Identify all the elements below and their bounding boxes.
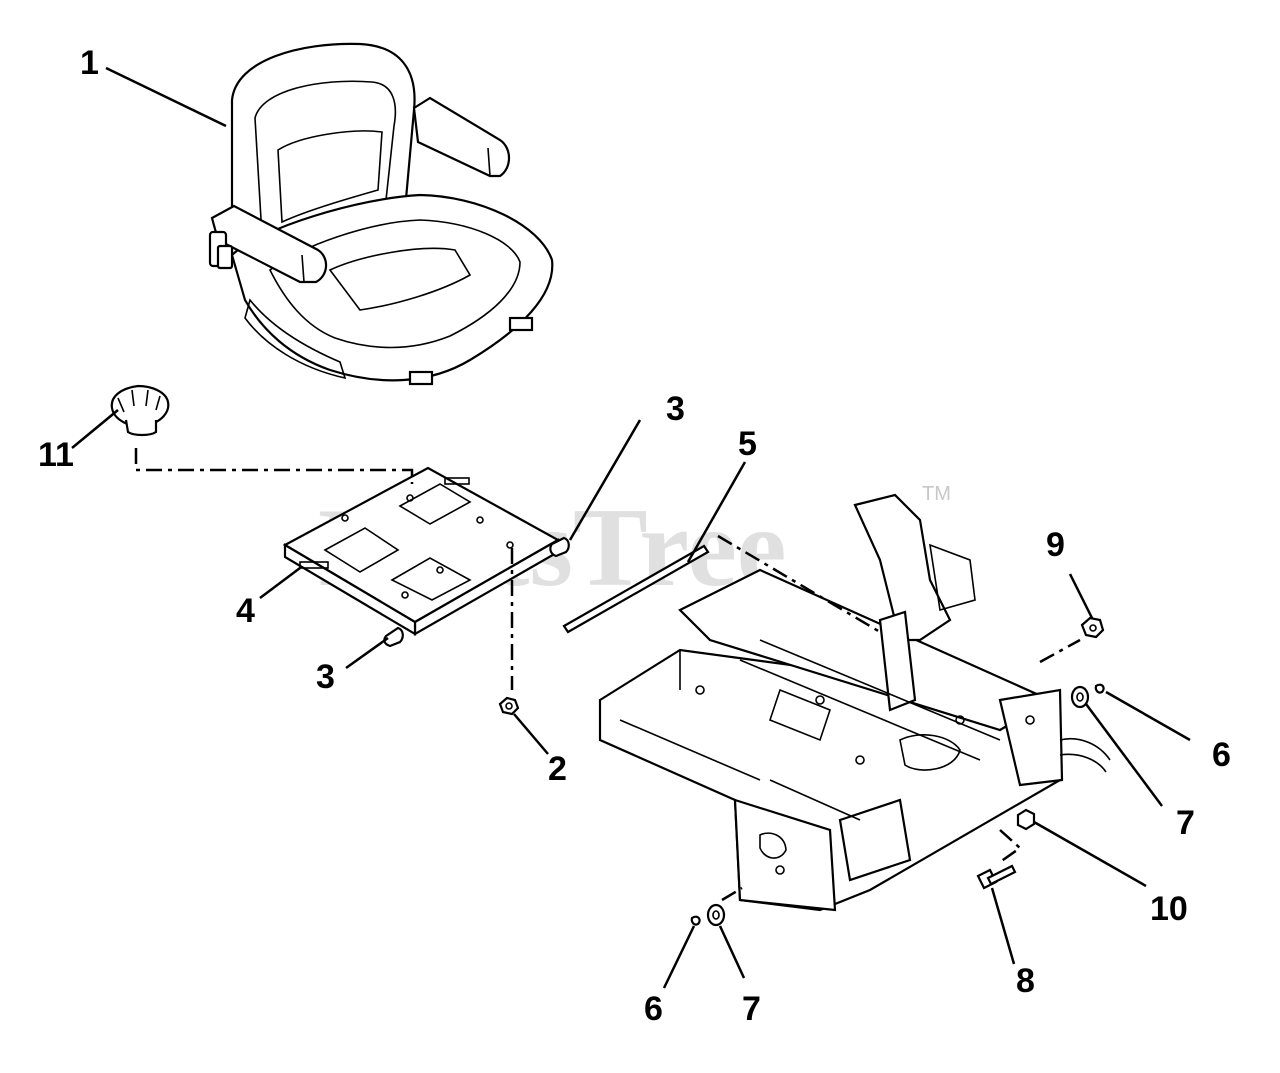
callout-1: 1 (80, 44, 99, 82)
callout-6-left: 6 (644, 990, 663, 1028)
callout-11: 11 (38, 436, 74, 474)
seat-part[interactable] (208, 42, 554, 386)
pivot-rod-part[interactable] (562, 544, 710, 634)
callout-7-right: 7 (1176, 804, 1195, 842)
washer-part-7-left[interactable] (706, 903, 726, 927)
callout-9: 9 (1046, 526, 1065, 564)
callout-3-lower: 3 (316, 658, 335, 696)
callout-4: 4 (236, 592, 255, 630)
clip-part-6-left[interactable] (690, 915, 701, 926)
clip-part-6-right[interactable] (1094, 683, 1105, 694)
leader-lines (71, 66, 1191, 989)
bushing-part-lower[interactable] (383, 626, 404, 648)
washer-part-7-right[interactable] (1070, 685, 1090, 709)
callout-8: 8 (1016, 962, 1035, 1000)
bolt-part-8[interactable] (976, 864, 1017, 890)
watermark-trademark: TM (922, 483, 951, 505)
callout-2: 2 (548, 750, 567, 788)
callout-10: 10 (1150, 890, 1188, 928)
frame-assembly (598, 493, 1111, 912)
assembly-lines (134, 448, 1081, 902)
nut-part-2[interactable] (498, 696, 520, 716)
nut-part-9[interactable] (1080, 616, 1105, 639)
callout-5: 5 (738, 425, 757, 463)
bushing-part-upper[interactable] (549, 536, 570, 558)
callout-7-left: 7 (742, 990, 761, 1028)
knob-part[interactable] (110, 384, 170, 437)
callout-labels: 1 2 3 3 4 5 6 6 7 7 8 9 10 11 (38, 44, 1231, 1028)
callout-6-right: 6 (1212, 736, 1231, 774)
callout-3-upper: 3 (666, 390, 685, 428)
seat-plate-part[interactable] (282, 466, 561, 636)
nut-part-10[interactable] (1016, 808, 1036, 831)
